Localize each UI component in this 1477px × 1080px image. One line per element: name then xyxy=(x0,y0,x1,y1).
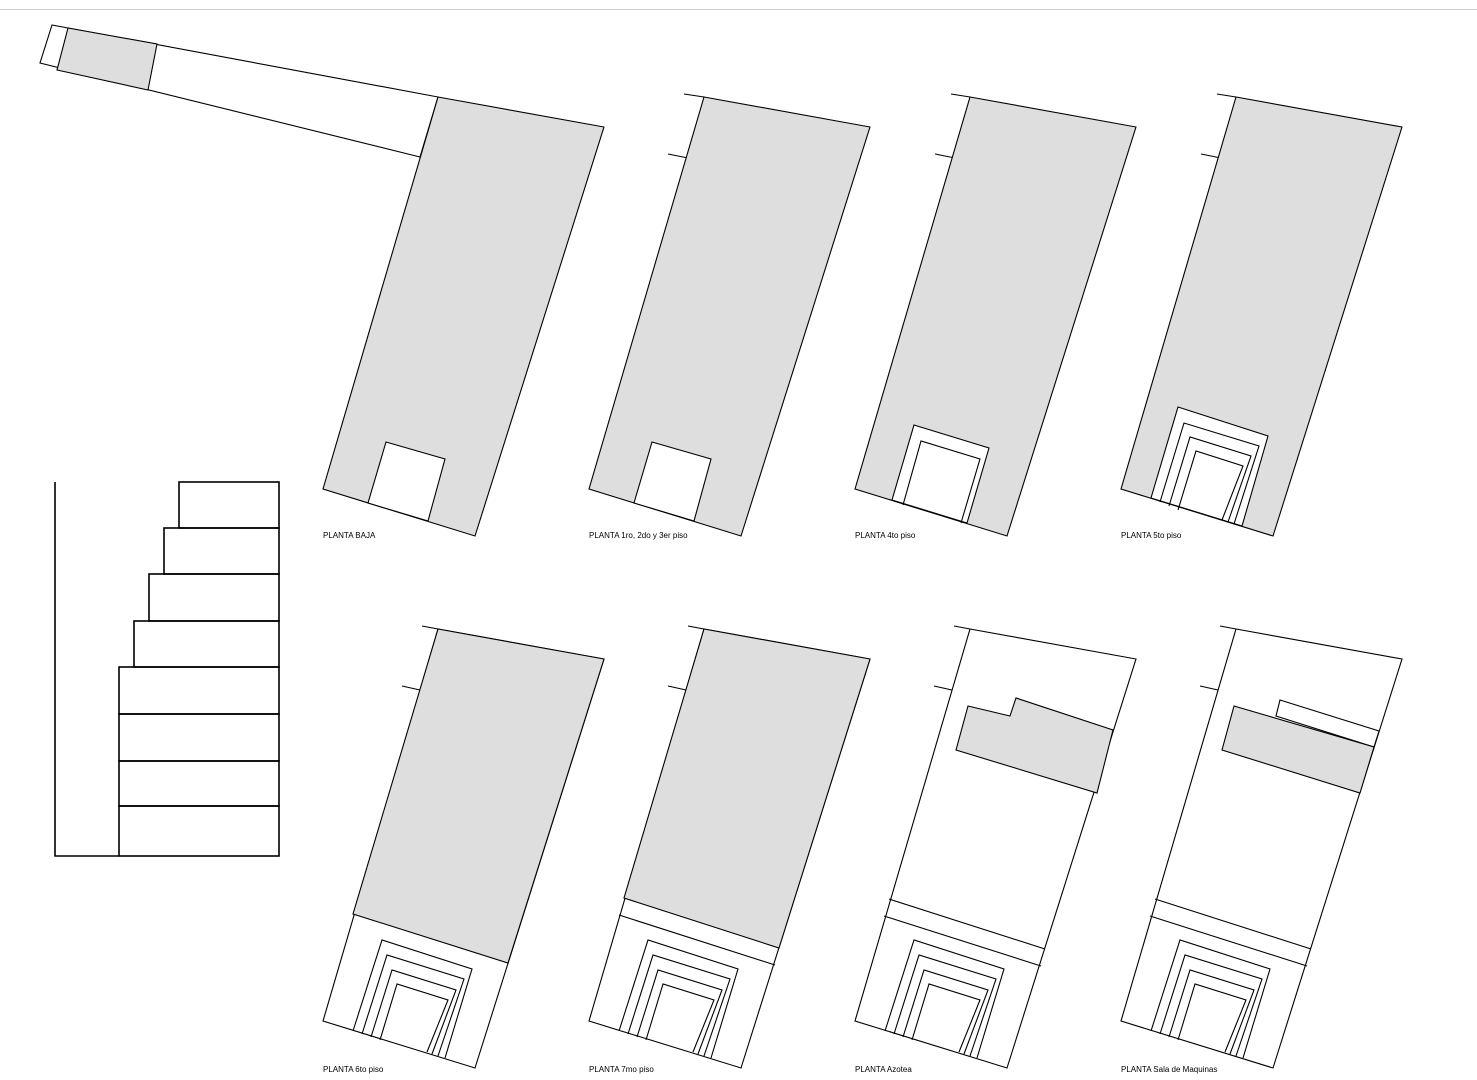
plan-planta-1-2-3: PLANTA 1ro, 2do y 3er piso xyxy=(588,93,871,540)
plan-label: PLANTA 7mo piso xyxy=(589,1065,654,1074)
plan-planta-baja: PLANTA BAJA xyxy=(322,96,605,540)
plan-label: PLANTA BAJA xyxy=(323,531,376,540)
massing-elevation xyxy=(54,481,280,857)
plan-planta-7mo: PLANTA 7mo piso xyxy=(588,625,871,1074)
plan-label: PLANTA 1ro, 2do y 3er piso xyxy=(589,531,688,540)
plan-planta-azotea: PLANTA Azotea xyxy=(854,625,1137,1074)
plan-planta-sala-de-maquinas: PLANTA Sala de Maquinas xyxy=(1120,625,1403,1074)
plan-planta-4to: PLANTA 4to piso xyxy=(854,93,1137,540)
plan-planta-5to: PLANTA 5to piso xyxy=(1120,93,1403,540)
plan-label: PLANTA 6to piso xyxy=(323,1065,384,1074)
plan-label: PLANTA Sala de Maquinas xyxy=(1121,1065,1217,1074)
plan-label: PLANTA 5to piso xyxy=(1121,531,1182,540)
top-divider xyxy=(0,9,1477,10)
plan-planta-6to: PLANTA 6to piso xyxy=(322,625,605,1074)
access-corridor xyxy=(39,24,439,158)
plan-label: PLANTA 4to piso xyxy=(855,531,916,540)
plan-label: PLANTA Azotea xyxy=(855,1065,912,1074)
